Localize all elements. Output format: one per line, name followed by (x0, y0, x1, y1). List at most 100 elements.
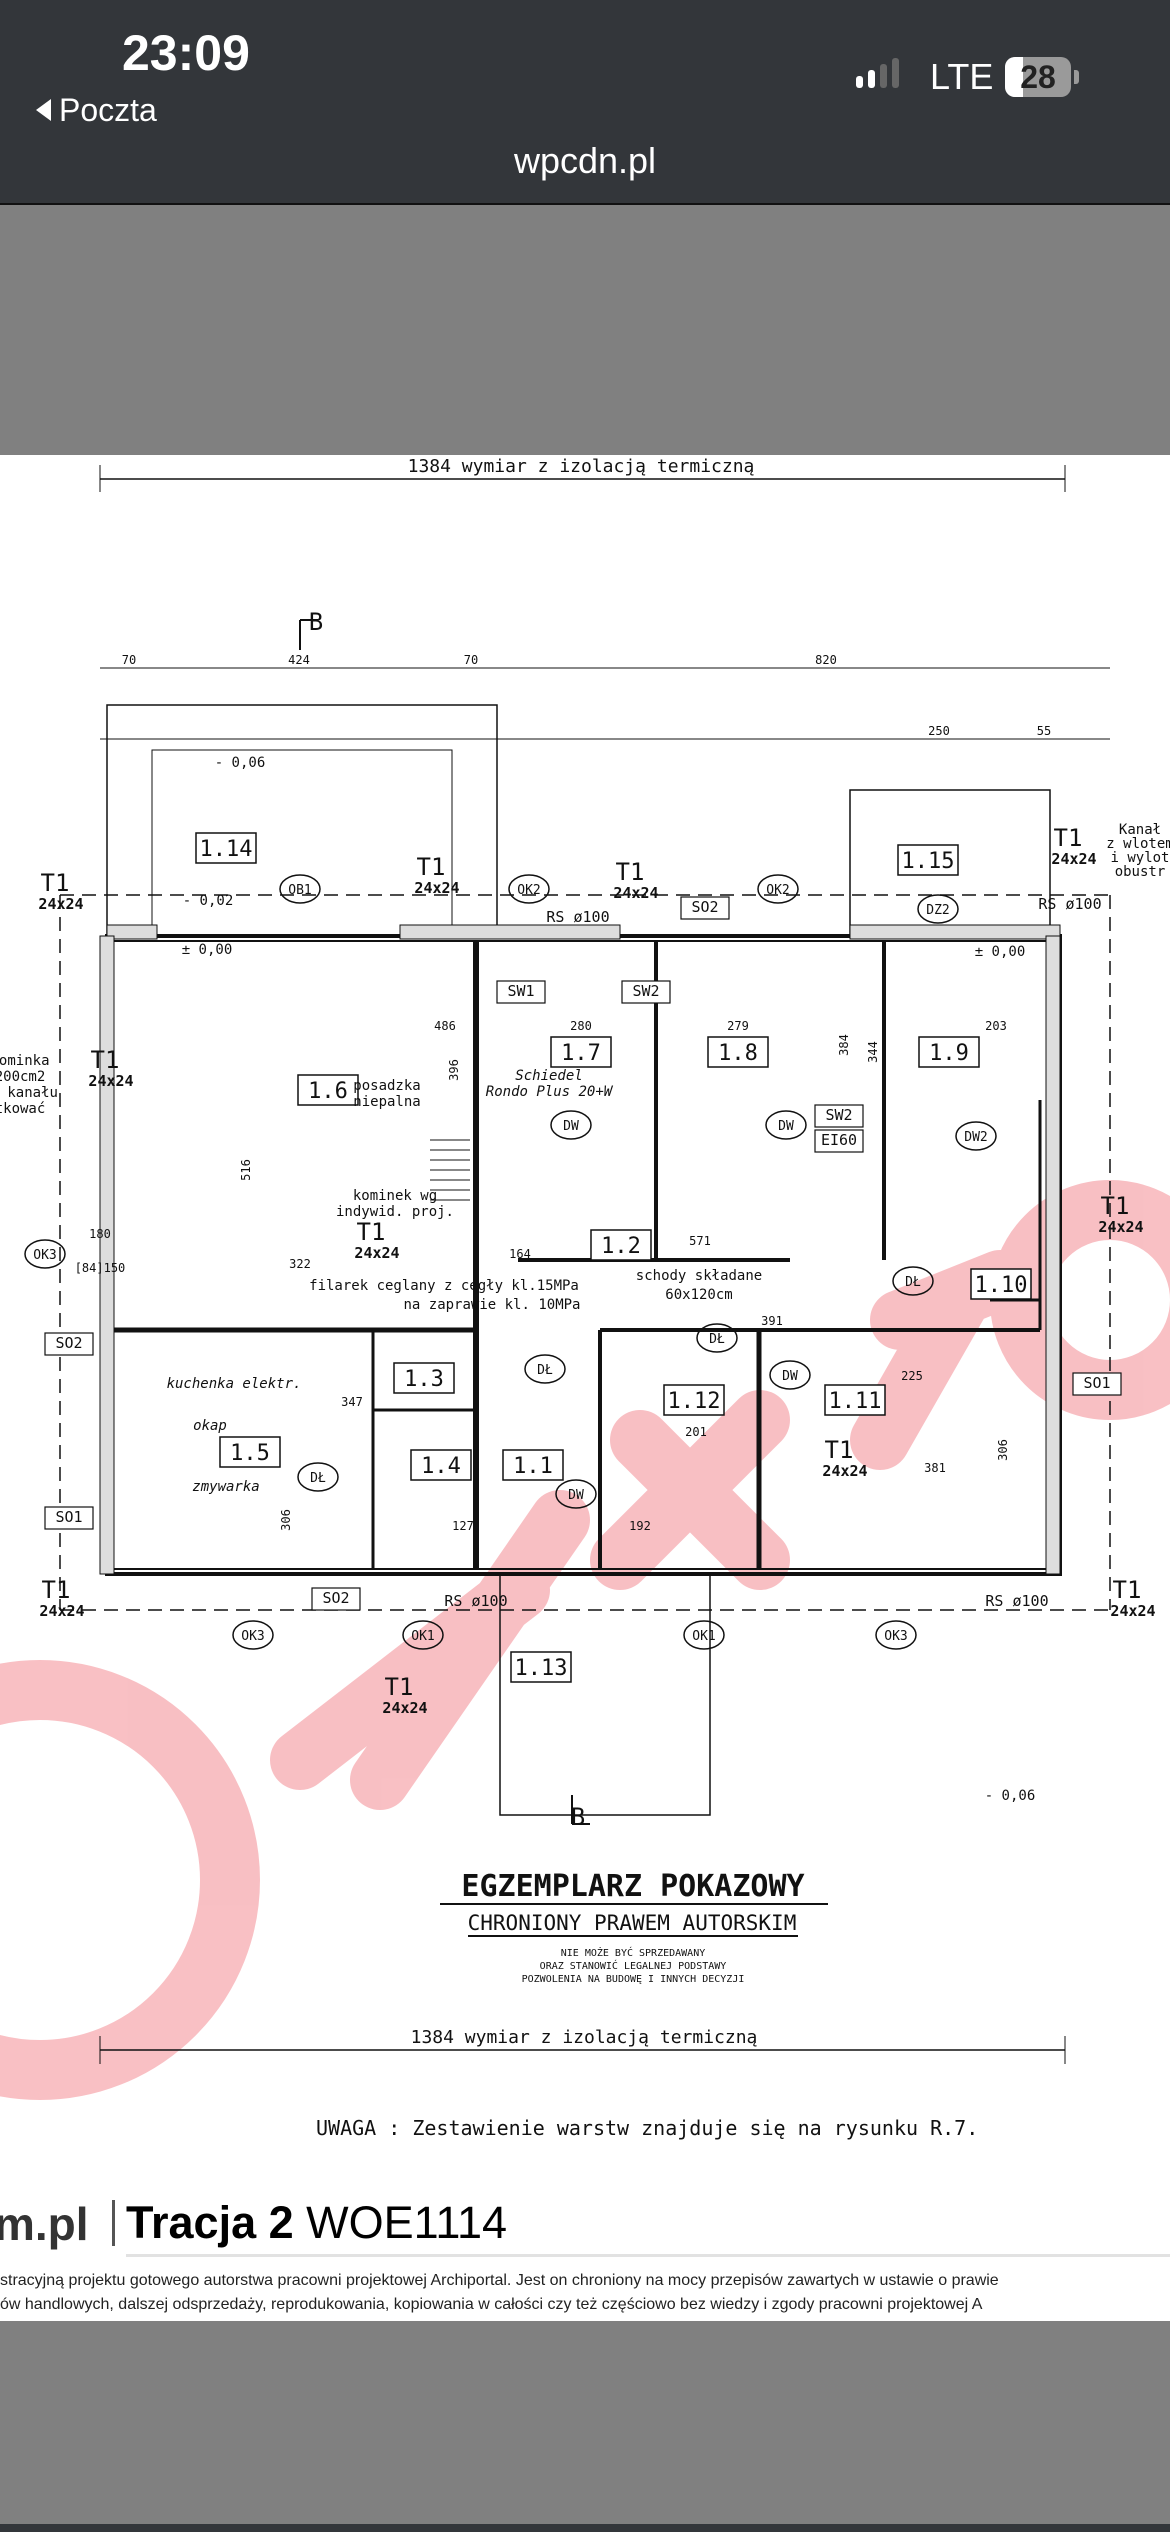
dimension-value: 203 (985, 1019, 1007, 1033)
dimension-value: 516 (239, 1159, 253, 1181)
room-number: 1.14 (200, 837, 253, 862)
room-number: 1.8 (718, 1041, 758, 1066)
dimension-value: 279 (727, 1019, 749, 1033)
tag-box (680, 896, 730, 920)
insulation (849, 924, 1061, 940)
annotation: na zaprawie kl. 10MPa (403, 1297, 580, 1313)
dimension-value: 381 (924, 1461, 946, 1475)
annotation: niepalna (353, 1094, 420, 1110)
stamp-line: NIE MOŻE BYĆ SPRZEDAWANY (561, 1946, 706, 1959)
outer-wall-inner (111, 940, 1056, 1570)
dimension-value: 164 (509, 1247, 531, 1261)
terrace-1-14 (106, 704, 498, 937)
annotation: obustr (1115, 864, 1166, 880)
symbol-circle (875, 1620, 917, 1650)
dimension-value: [84]150 (75, 1261, 126, 1275)
symbol-label: OK3 (33, 1248, 56, 1263)
dimension-value: 55 (1037, 724, 1051, 738)
dimension-value: 347 (341, 1395, 363, 1409)
symbol-label: DŁ (709, 1332, 725, 1347)
annotation: posadzka (353, 1078, 420, 1094)
dimension-value: 396 (447, 1059, 461, 1081)
room-label-box (510, 1651, 572, 1683)
drawing-note: UWAGA : Zestawienie warstw znajduje się … (316, 2116, 978, 2140)
signal-icon (856, 58, 906, 88)
room-label-box (195, 832, 257, 864)
dimension-value: 571 (689, 1234, 711, 1248)
symbol-label: DW (778, 1119, 794, 1134)
address-bar-url[interactable]: wpcdn.pl (513, 140, 657, 181)
stamp-title: EGZEMPLARZ POKAZOWY (461, 1869, 804, 1904)
room-number: 1.1 (513, 1454, 553, 1479)
symbol-label: OK1 (411, 1629, 434, 1644)
annotation: kuchenka elektr. (167, 1376, 302, 1392)
symbol-label: DW (568, 1488, 584, 1503)
symbol-label: OB1 (288, 883, 311, 898)
lintel-label: T1 (1101, 1192, 1130, 1220)
dimension-value: 820 (815, 653, 837, 667)
battery-icon: 28 (1005, 57, 1071, 97)
bottom-dimension-label: 1384 wymiar z izolacją termiczną (411, 2027, 758, 2048)
top-dimension-label: 1384 wymiar z izolacją termiczną (408, 456, 755, 477)
insulation (399, 924, 621, 940)
room-number: 1.4 (421, 1454, 461, 1479)
viewer-background (0, 203, 1170, 457)
annotation: - 0,06 (215, 755, 266, 771)
symbol-label: DŁ (905, 1275, 921, 1290)
lintel-size: 24x24 (1051, 850, 1096, 868)
ios-status-bar: 23:09 Poczta LTE 28 wpcdn.pl (0, 0, 1170, 203)
room-number: 1.15 (902, 849, 955, 874)
back-to-app-button[interactable]: Poczta (36, 92, 157, 129)
terrace-1-13 (499, 1574, 711, 1816)
tag-label: RS ø100 (1038, 895, 1101, 913)
symbol-circle (550, 1110, 592, 1140)
tag-label: RS ø100 (985, 1592, 1048, 1610)
annotation: 60x120cm (665, 1287, 732, 1303)
terrace-1-14-inner (151, 749, 453, 937)
room-label-box (219, 1436, 281, 1468)
room-number: 1.9 (929, 1041, 969, 1066)
symbol-circle (555, 1479, 597, 1509)
room-label-box (410, 1449, 472, 1481)
annotation: - 0,06 (985, 1788, 1036, 1804)
symbol-label: OK3 (884, 1629, 907, 1644)
lintel-size: 24x24 (38, 895, 83, 913)
tag-label: SW1 (507, 982, 534, 1000)
symbol-circle (279, 874, 321, 904)
lintel-label: T1 (41, 869, 70, 897)
symbol-label: OK2 (766, 883, 789, 898)
dimension-value: 486 (434, 1019, 456, 1033)
tag-label: SW2 (632, 982, 659, 1000)
disclaimer-line-2: ów handlowych, dalszej odsprzedaży, repr… (0, 2296, 983, 2313)
lintel-label: T1 (385, 1673, 414, 1701)
room-label-box (393, 1362, 455, 1394)
annotation: 200cm2 (0, 1069, 45, 1085)
room-number: 1.12 (668, 1389, 721, 1414)
symbol-label: OK3 (241, 1629, 264, 1644)
tag-box (814, 1104, 864, 1128)
annotation: - 0,02 (183, 893, 234, 909)
footer-divider (126, 2254, 1170, 2257)
symbol-circle (508, 874, 550, 904)
lintel-size: 24x24 (39, 1602, 84, 1620)
room-label-box (824, 1384, 886, 1416)
lintel-size: 24x24 (613, 884, 658, 902)
tag-box (44, 1506, 94, 1530)
tag-box (496, 980, 546, 1004)
symbol-label: DW (563, 1119, 579, 1134)
tag-label: RS ø100 (444, 1592, 507, 1610)
lintel-size: 24x24 (382, 1699, 427, 1717)
room-number: 1.7 (561, 1041, 601, 1066)
room-number: 1.11 (829, 1389, 882, 1414)
symbol-label: OK1 (692, 1629, 715, 1644)
tag-label: SO2 (55, 1334, 82, 1352)
annotation: do kanału (0, 1085, 58, 1101)
room-number: 1.6 (308, 1079, 348, 1104)
lintel-label: T1 (417, 853, 446, 881)
insulation (99, 935, 115, 1575)
insulation (1045, 935, 1061, 1575)
lintel-size: 24x24 (1110, 1602, 1155, 1620)
annotation: Rondo Plus 20+W (486, 1084, 614, 1100)
